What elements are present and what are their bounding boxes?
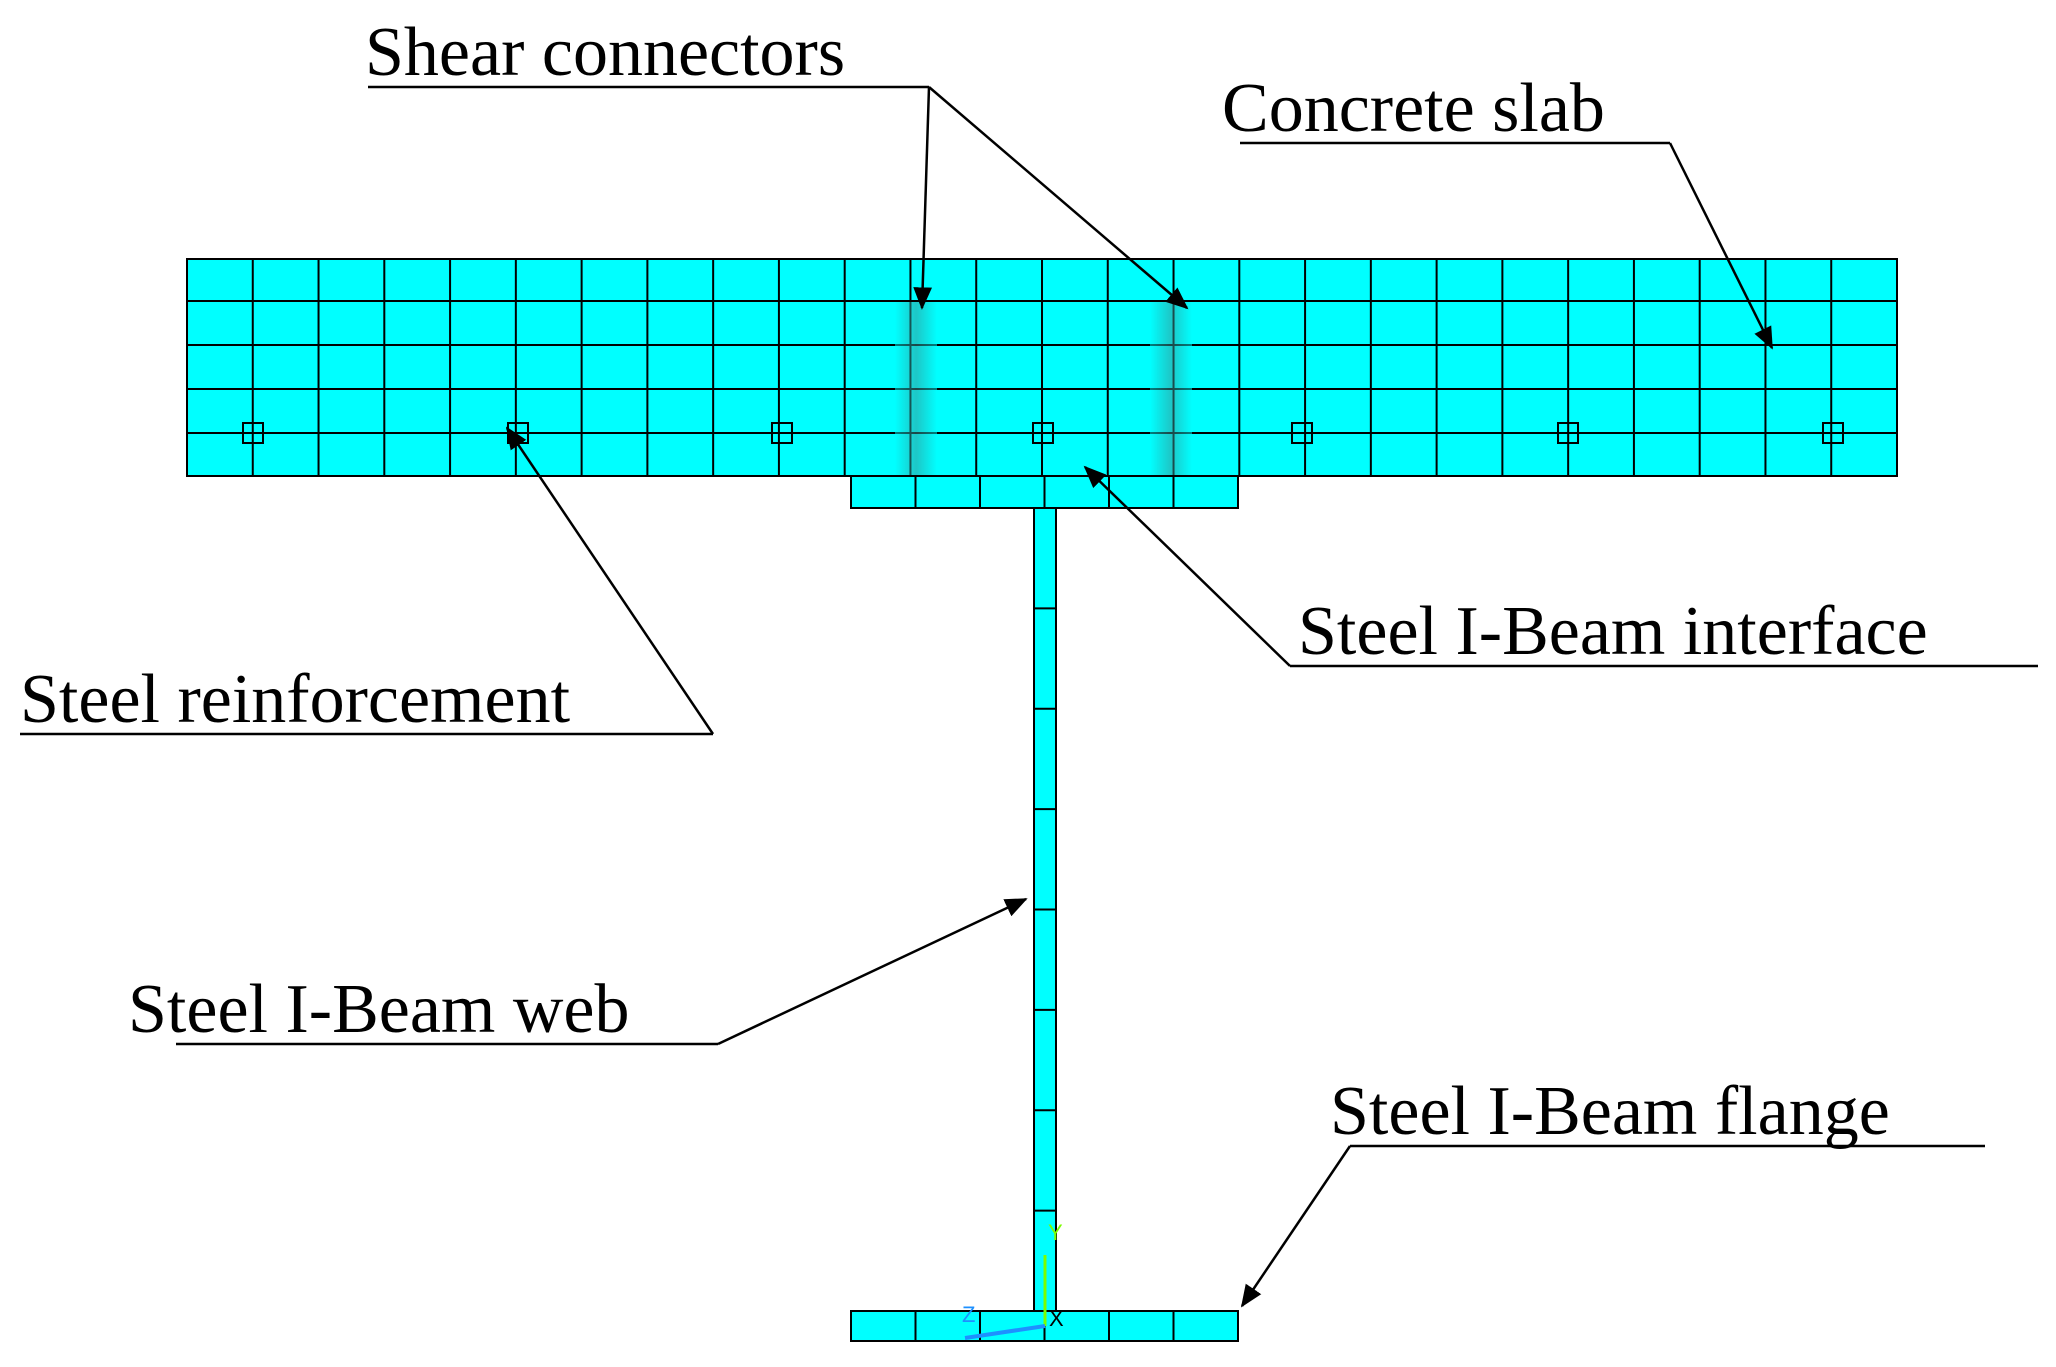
reinforcement-bar [1822, 422, 1844, 444]
label-concrete-slab: Concrete slab [1222, 70, 1605, 147]
label-steel-ibeam-flange: Steel I-Beam flange [1330, 1073, 1890, 1150]
reinforcement-bar [771, 422, 793, 444]
reinforcement-bar [1032, 422, 1054, 444]
web-grid [1034, 607, 1056, 1212]
label-steel-ibeam-web: Steel I-Beam web [128, 971, 629, 1048]
shear-connectors-arrow-left [913, 86, 933, 310]
steel-ibeam-interface-arrow [1083, 465, 1291, 667]
z-axis-label: Z [962, 1302, 975, 1327]
concrete-slab-grid [187, 259, 1897, 476]
steel-ibeam-web-arrow [717, 897, 1028, 1046]
coordinate-axes-triad: Y Z X [962, 1220, 1064, 1340]
steel-reinforcement-arrow [505, 426, 715, 735]
steel-ibeam-flange-arrow [1240, 1145, 1352, 1308]
reinforcement-bar [1557, 422, 1579, 444]
label-shear-connectors: Shear connectors [365, 14, 845, 91]
shear-connectors-arrow-right [928, 86, 1189, 310]
concrete-slab-arrow [1668, 142, 1774, 350]
label-steel-ibeam-interface: Steel I-Beam interface [1298, 593, 1928, 670]
shear-connector-right [1150, 302, 1192, 476]
label-steel-reinforcement: Steel reinforcement [20, 661, 571, 738]
steel-ibeam-web-mesh [1033, 507, 1057, 1312]
shear-connector-left [895, 302, 937, 476]
annotation-labels: Shear connectors Concrete slab Steel rei… [20, 14, 1928, 1150]
z-axis-line [964, 1324, 1046, 1340]
steel-ibeam-interface-mesh [850, 475, 1239, 509]
concrete-slab-mesh [186, 258, 1898, 477]
reinforcement-bar [1291, 422, 1313, 444]
annotation-leaders [20, 85, 2038, 1308]
shear-connectors [895, 302, 1192, 476]
x-axis-label: X [1049, 1306, 1064, 1331]
y-axis-label: Y [1048, 1220, 1063, 1245]
reinforcement-bar [242, 422, 264, 444]
